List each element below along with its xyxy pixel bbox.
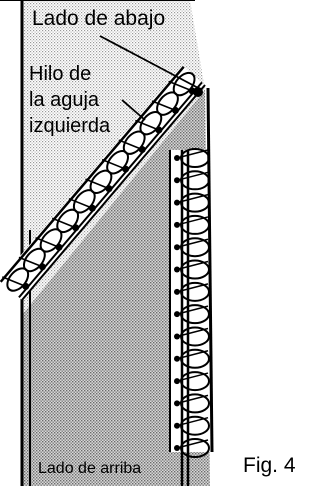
vertical-stitch-strand — [176, 394, 209, 405]
vertical-stitch-strand — [176, 350, 209, 360]
leader-line-needle-thread — [121, 99, 146, 121]
label-top-side: Lado de arriba — [38, 460, 142, 477]
label-bottom-side: Lado de abajo — [32, 7, 166, 30]
vertical-stitch-loop — [180, 348, 210, 369]
diagonal-stitch-strand — [151, 100, 176, 112]
vertical-stitch-strand — [176, 305, 209, 315]
diagonal-stitch-strand — [18, 256, 43, 268]
vertical-stitch-strand — [176, 283, 209, 293]
vertical-stitch-loop — [180, 326, 210, 347]
diagonal-stitch-strand — [35, 237, 60, 248]
vertical-overlock-seam — [169, 87, 214, 486]
vertical-stitch-strand — [176, 372, 209, 382]
diagonal-band-fill — [0, 65, 205, 300]
diagonal-stitch-strand — [68, 197, 93, 209]
vertical-stitch-strand — [176, 171, 209, 182]
diagonal-seam-line — [21, 84, 206, 301]
label-needle-thread-line3: izquierda — [29, 115, 111, 137]
vertical-stitch-loop — [180, 304, 210, 325]
diagonal-stitch-strand — [1, 276, 27, 288]
vertical-stitch-loop — [180, 438, 210, 458]
figure-number: Fig. 4 — [243, 454, 296, 477]
vertical-stitch-strand — [176, 149, 209, 159]
diagonal-stitch-strand — [118, 139, 143, 151]
vertical-seam-outer-line — [206, 87, 214, 453]
vertical-stitch-strand — [176, 439, 209, 449]
diagonal-seam-line — [0, 66, 185, 283]
vertical-stitch-strand — [176, 416, 209, 427]
diagonal-overlock-seam — [0, 65, 206, 301]
vertical-stitch-strand — [176, 238, 209, 248]
vertical-stitch-loop — [180, 371, 210, 392]
vertical-stitch-loop — [180, 393, 210, 414]
diagonal-stitch-strand — [85, 178, 110, 190]
diagonal-stitch-strand — [51, 217, 76, 229]
vertical-stitch-loop — [180, 281, 210, 302]
diagonal-stitch-strand — [168, 80, 193, 92]
vertical-stitch-loop — [180, 259, 210, 280]
vertical-stitch-loop — [180, 192, 210, 213]
diagonal-stitch-strand — [135, 119, 160, 131]
vertical-stitch-loop — [180, 415, 210, 436]
vertical-stitch-loop — [180, 237, 210, 258]
label-needle-thread-line1: Hilo de — [29, 63, 92, 85]
vertical-stitch-strand — [176, 193, 209, 204]
leader-line-bottom-side — [99, 35, 203, 91]
fabric-topside — [22, 90, 210, 486]
vertical-stitch-loop — [180, 170, 210, 191]
vertical-stitch-loop — [180, 214, 210, 235]
vertical-stitch-loop — [180, 148, 210, 168]
diagonal-stitch-strand — [101, 158, 126, 170]
label-needle-thread-line2: la aguja — [29, 89, 100, 111]
vertical-stitch-strand — [176, 327, 209, 338]
vertical-stitch-strand — [176, 216, 209, 226]
vertical-stitch-strand — [176, 260, 209, 271]
